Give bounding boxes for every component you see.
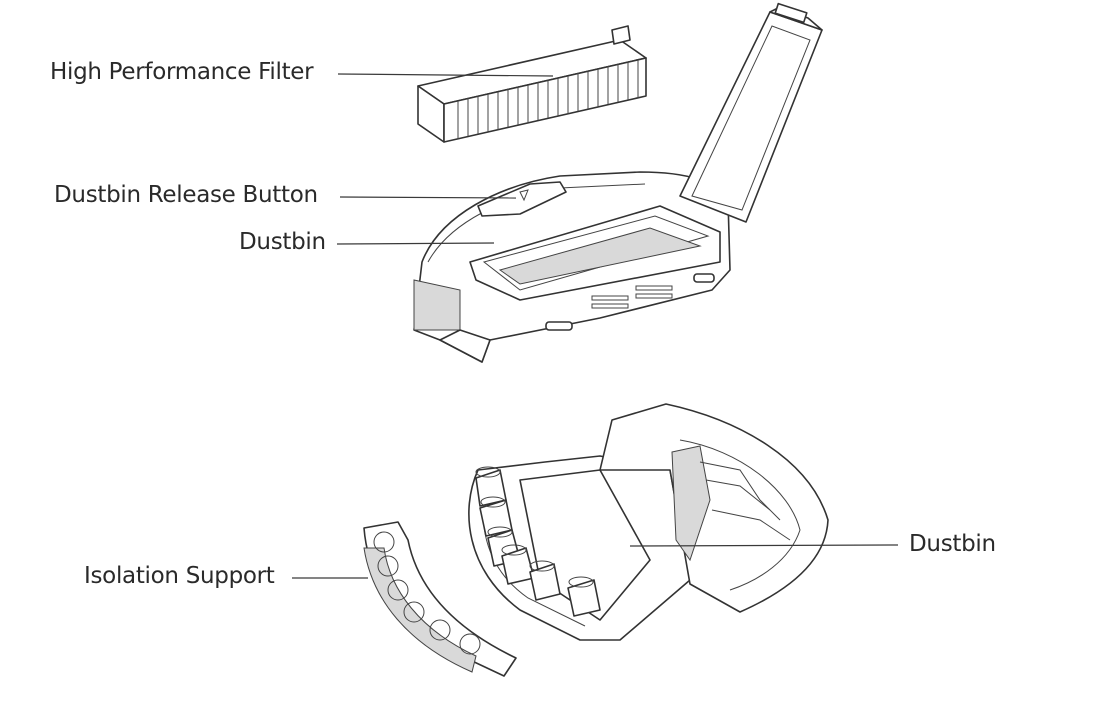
leader-lines <box>292 73 899 579</box>
leader-line-filter <box>337 73 554 77</box>
upper-dustbin-drawing <box>413 2 823 363</box>
label-dustbin-bottom: Dustbin <box>909 531 996 557</box>
leader-line-release-button <box>339 196 517 199</box>
high-performance-filter-drawing <box>417 25 647 143</box>
label-isolation-support: Isolation Support <box>84 563 275 589</box>
isolation-support-drawing <box>363 521 517 677</box>
label-dustbin-release-button: Dustbin Release Button <box>54 182 318 208</box>
label-high-performance-filter: High Performance Filter <box>50 59 314 85</box>
lower-dustbin-drawing <box>468 403 829 641</box>
leader-line-dustbin-top <box>336 242 495 245</box>
leader-line-dustbin-bottom <box>629 544 899 547</box>
label-dustbin-top: Dustbin <box>239 229 326 255</box>
